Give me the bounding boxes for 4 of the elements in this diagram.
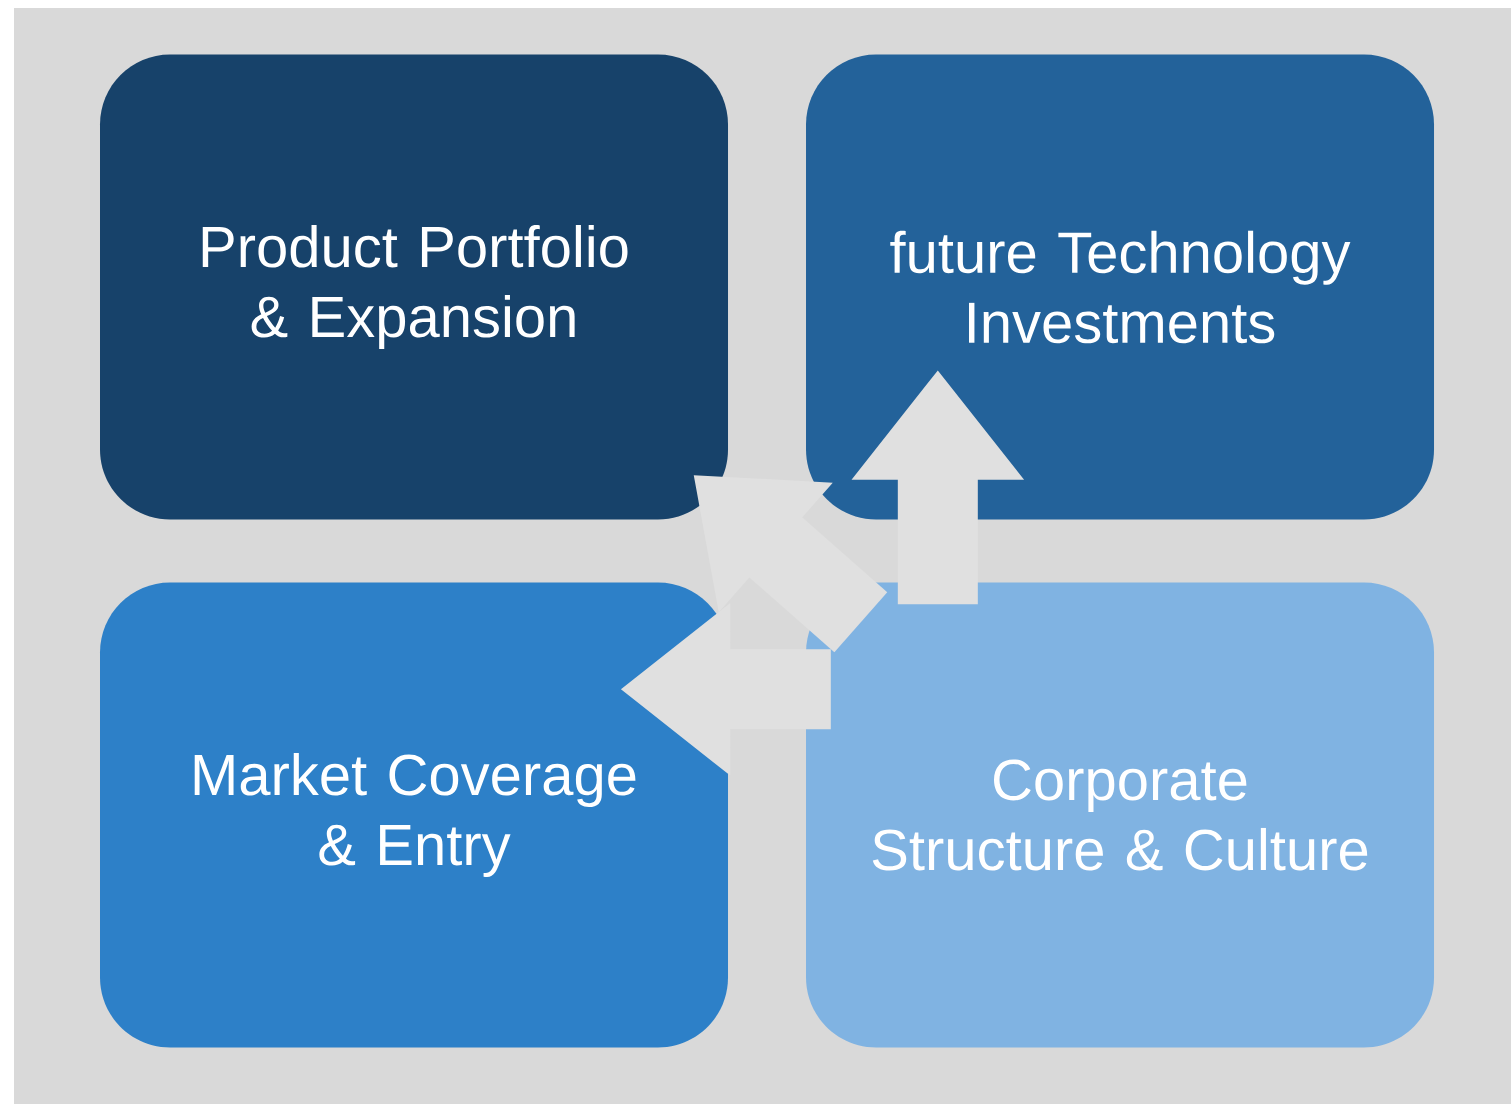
process-box: Product Portfolio & Expansion: [100, 54, 728, 520]
process-box: future Technology Investments: [806, 54, 1434, 520]
process-box: Corporate Structure & Culture: [806, 582, 1434, 1048]
process-box: Market Coverage & Entry: [100, 582, 728, 1048]
